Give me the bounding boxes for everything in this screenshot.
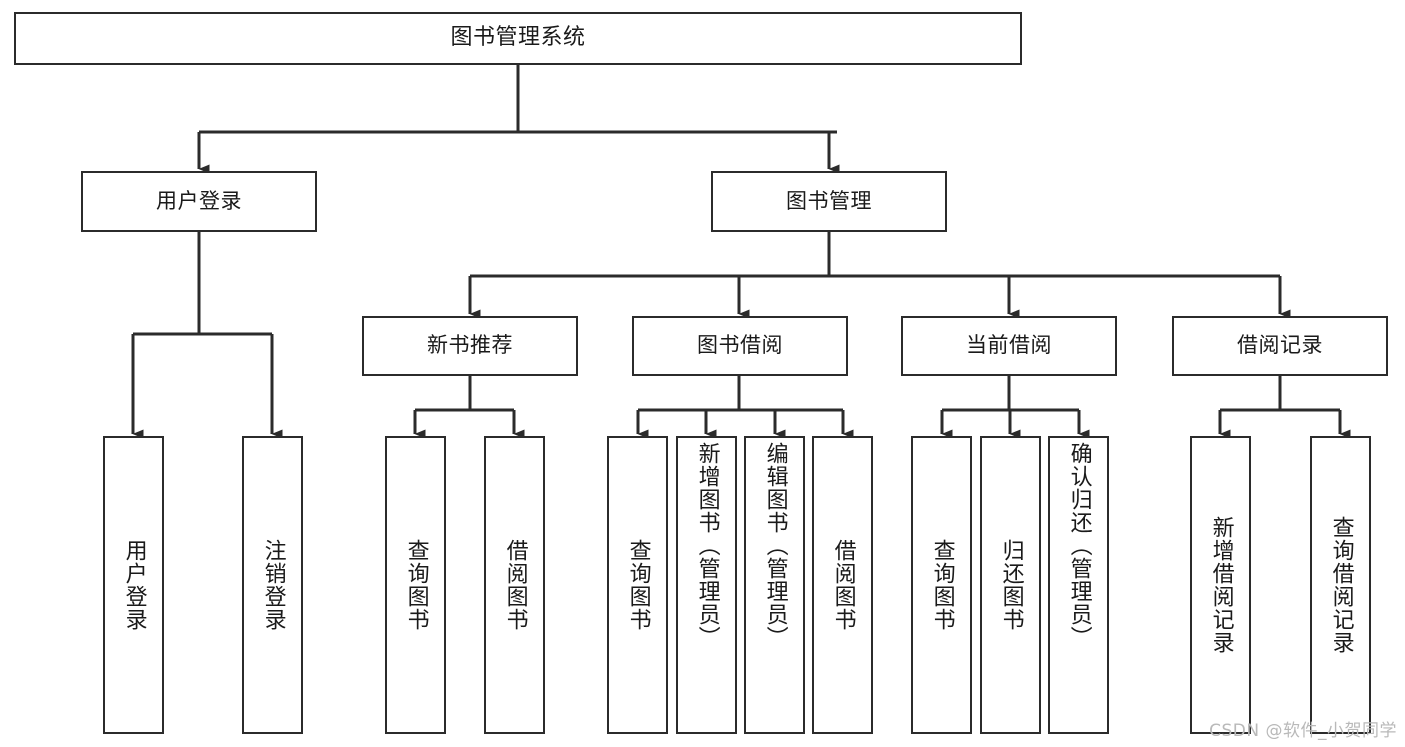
- leaf-book-borrow-add-book-admin[interactable]: 新增图书（管理员）: [676, 436, 737, 734]
- leaf-current-borrow-return-book[interactable]: 归还图书: [980, 436, 1041, 734]
- node-label: 借阅图书: [502, 539, 528, 631]
- node-label: 新书推荐: [427, 333, 513, 358]
- leaf-current-borrow-query-book[interactable]: 查询图书: [911, 436, 972, 734]
- node-label: 图书借阅: [697, 333, 783, 358]
- leaf-user-login-login[interactable]: 用户登录: [103, 436, 164, 734]
- leaf-new-book-borrow-book[interactable]: 借阅图书: [484, 436, 545, 734]
- node-label: 图书管理: [786, 188, 872, 213]
- leaf-book-borrow-query-book[interactable]: 查询图书: [607, 436, 668, 734]
- node-new-book-recommendation[interactable]: 新书推荐: [362, 316, 578, 376]
- node-label: 图书管理系统: [450, 25, 586, 51]
- node-label: 查询图书: [929, 539, 955, 631]
- csdn-watermark: CSDN @软件_小贺同学: [1209, 721, 1397, 741]
- node-label: 编辑图书（管理员）: [762, 442, 788, 649]
- leaf-user-login-logout[interactable]: 注销登录: [242, 436, 303, 734]
- node-label: 用户登录: [121, 539, 147, 631]
- node-label: 新增图书（管理员）: [694, 442, 720, 649]
- node-user-login[interactable]: 用户登录: [81, 171, 317, 232]
- node-book-management[interactable]: 图书管理: [711, 171, 947, 232]
- node-label: 注销登录: [260, 539, 286, 631]
- leaf-new-book-query-book[interactable]: 查询图书: [385, 436, 446, 734]
- node-label: 借阅图书: [830, 539, 856, 631]
- node-label: 归还图书: [998, 539, 1024, 631]
- node-label: 借阅记录: [1237, 333, 1323, 358]
- leaf-book-borrow-borrow-book[interactable]: 借阅图书: [812, 436, 873, 734]
- node-label: 确认归还（管理员）: [1066, 442, 1092, 649]
- node-label: 查询图书: [625, 539, 651, 631]
- node-label: 查询图书: [403, 539, 429, 631]
- node-borrowing-record[interactable]: 借阅记录: [1172, 316, 1388, 376]
- leaf-borrow-record-add-record[interactable]: 新增借阅记录: [1190, 436, 1251, 734]
- node-book-borrowing[interactable]: 图书借阅: [632, 316, 848, 376]
- node-current-borrowing[interactable]: 当前借阅: [901, 316, 1117, 376]
- node-label: 当前借阅: [966, 333, 1052, 358]
- node-label: 用户登录: [156, 188, 242, 213]
- leaf-current-borrow-confirm-return-admin[interactable]: 确认归还（管理员）: [1048, 436, 1109, 734]
- leaf-book-borrow-edit-book-admin[interactable]: 编辑图书（管理员）: [744, 436, 805, 734]
- leaf-borrow-record-query-record[interactable]: 查询借阅记录: [1310, 436, 1371, 734]
- node-label: 新增借阅记录: [1208, 516, 1234, 654]
- node-label: 查询借阅记录: [1328, 516, 1354, 654]
- node-root-book-management-system[interactable]: 图书管理系统: [14, 12, 1022, 65]
